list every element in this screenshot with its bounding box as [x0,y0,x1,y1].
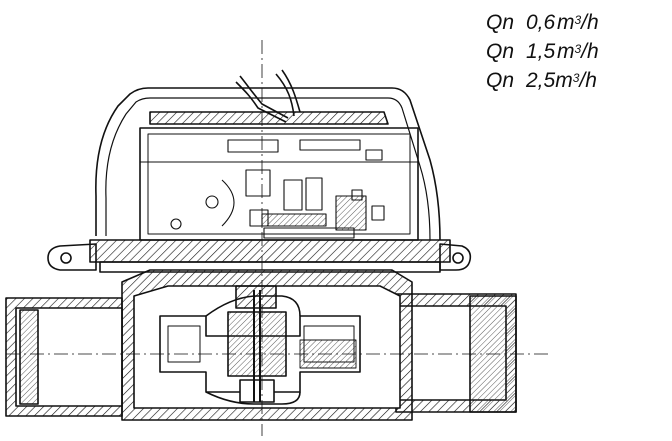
register-mechanism [170,139,385,239]
center-lines [6,40,548,436]
impeller [227,311,287,377]
measuring-chamber [159,315,361,393]
pipe-connection-right [395,293,517,413]
cover-housing [95,87,441,241]
base-flange [89,239,451,263]
pipe-connection-left [5,297,123,417]
